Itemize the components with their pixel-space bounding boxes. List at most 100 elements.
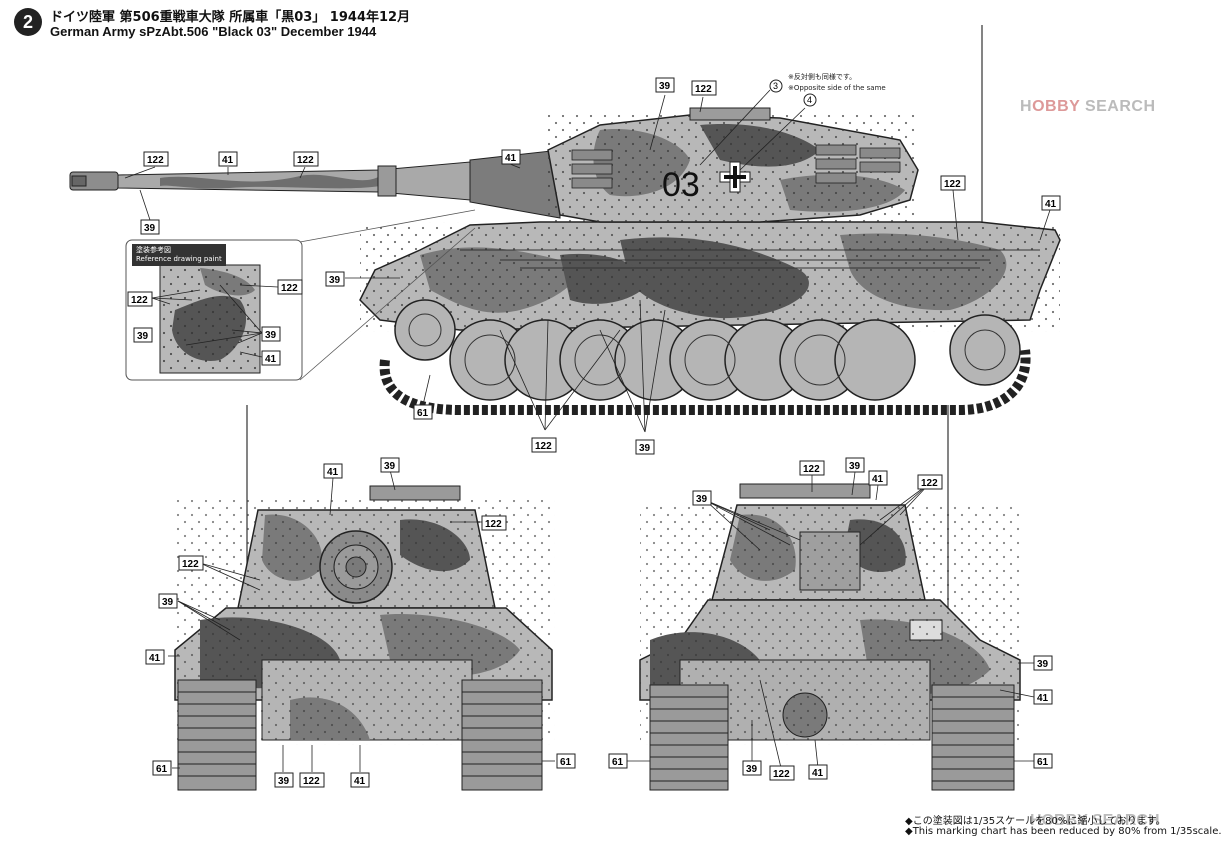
svg-text:39: 39 — [384, 461, 396, 472]
callout-61: 61 — [152, 760, 172, 776]
callout-39: 39 — [261, 326, 281, 342]
callout-122: 122 — [143, 151, 169, 167]
callout-39: 39 — [158, 593, 178, 609]
svg-text:122: 122 — [485, 519, 502, 530]
svg-text:122: 122 — [695, 84, 712, 95]
callout-122: 122 — [481, 515, 507, 531]
svg-text:41: 41 — [872, 474, 884, 485]
svg-text:39: 39 — [162, 597, 174, 608]
callout-39: 39 — [325, 271, 345, 287]
callout-39: 39 — [1033, 655, 1053, 671]
opposite-side-note-jp: ※反対側も同様です。 — [788, 73, 857, 81]
svg-text:61: 61 — [560, 757, 572, 768]
footer-note-jp: ◆この塗装図は1/35スケールを80%に縮小しております。 — [905, 816, 1166, 827]
svg-text:61: 61 — [612, 757, 624, 768]
callout-122: 122 — [277, 279, 303, 295]
callout-39: 39 — [380, 457, 400, 473]
title-english: German Army sPzAbt.506 "Black 03" Decemb… — [50, 24, 377, 39]
callout-61: 61 — [608, 753, 628, 769]
svg-text:122: 122 — [182, 559, 199, 570]
callout-122: 122 — [293, 151, 319, 167]
svg-text:39: 39 — [849, 461, 861, 472]
svg-text:122: 122 — [944, 179, 961, 190]
callout-39: 39 — [274, 772, 294, 788]
title-japanese: ドイツ陸軍 第506重戦車大隊 所属車「黒03」 1944年12月 — [50, 10, 411, 25]
callout-39: 39 — [133, 327, 153, 343]
callout-41: 41 — [323, 463, 343, 479]
callout-41: 41 — [1041, 195, 1061, 211]
svg-text:39: 39 — [278, 776, 290, 787]
svg-text:39: 39 — [639, 443, 651, 454]
callout-41: 41 — [218, 151, 238, 167]
hobby-search-watermark: HOBBY SEARCH — [1020, 98, 1156, 115]
callout-39: 39 — [742, 760, 762, 776]
svg-text:122: 122 — [773, 769, 790, 780]
footer-note-en: ◆This marking chart has been reduced by … — [905, 826, 1222, 837]
callout-41: 41 — [501, 149, 521, 165]
callout-41: 41 — [350, 772, 370, 788]
hull-side — [359, 221, 1061, 332]
svg-text:39: 39 — [137, 331, 149, 342]
svg-text:122: 122 — [147, 155, 164, 166]
svg-text:61: 61 — [1037, 757, 1049, 768]
svg-text:41: 41 — [149, 653, 161, 664]
svg-text:122: 122 — [535, 441, 552, 452]
svg-text:61: 61 — [417, 408, 429, 419]
svg-text:41: 41 — [505, 153, 517, 164]
gun-barrel — [69, 149, 561, 219]
callout-122: 122 — [769, 765, 795, 781]
svg-text:39: 39 — [696, 494, 708, 505]
callout-39: 39 — [635, 439, 655, 455]
svg-text:41: 41 — [265, 354, 277, 365]
reference-inset-title: 塗装参考図 Reference drawing paint — [132, 244, 226, 266]
plate-number-badge: 2 — [14, 8, 42, 36]
svg-text:122: 122 — [803, 464, 820, 475]
svg-text:41: 41 — [327, 467, 339, 478]
callout-41: 41 — [1033, 689, 1053, 705]
svg-text:41: 41 — [222, 155, 234, 166]
turret-side: 03 — [547, 107, 919, 225]
opposite-side-note-en: ※Opposite side of the same — [788, 84, 886, 92]
svg-text:122: 122 — [297, 155, 314, 166]
side-view: 03 — [69, 25, 1061, 433]
svg-text:41: 41 — [812, 768, 824, 779]
svg-text:39: 39 — [659, 81, 671, 92]
svg-text:61: 61 — [156, 764, 168, 775]
rear-left-track — [649, 684, 729, 791]
callout-41: 41 — [261, 350, 281, 366]
front-view — [168, 405, 555, 791]
svg-text:39: 39 — [1037, 659, 1049, 670]
callout-122: 122 — [691, 80, 717, 96]
callout-39: 39 — [692, 490, 712, 506]
callout-61: 61 — [413, 404, 433, 420]
callout-41: 41 — [145, 649, 165, 665]
callout-labels: 39 122 122 41 122 41 39 122 41 39 61 122… — [127, 77, 1061, 788]
svg-text:39: 39 — [746, 764, 758, 775]
callout-41: 41 — [808, 764, 828, 780]
reference-inset — [125, 209, 476, 381]
hull-number: 03 — [662, 166, 700, 204]
front-left-track — [177, 679, 257, 791]
svg-text:41: 41 — [1045, 199, 1057, 210]
callout-61: 61 — [1033, 753, 1053, 769]
callout-39: 39 — [140, 219, 160, 235]
track-side — [379, 299, 1031, 415]
svg-text:41: 41 — [354, 776, 366, 787]
callout-122: 122 — [940, 175, 966, 191]
callout-39: 39 — [845, 457, 865, 473]
callout-122: 122 — [917, 474, 943, 490]
callout-122: 122 — [799, 460, 825, 476]
callout-61: 61 — [556, 753, 576, 769]
callout-39: 39 — [655, 77, 675, 93]
front-right-track — [461, 679, 543, 791]
callout-122: 122 — [127, 291, 153, 307]
callout-122: 122 — [299, 772, 325, 788]
balkenkreuz-icon — [719, 161, 751, 193]
rear-view — [626, 405, 1035, 791]
svg-text:39: 39 — [329, 275, 341, 286]
hobby-search-watermark-bottom: HOBBY SEARCH — [1030, 812, 1160, 829]
callout-122: 122 — [178, 555, 204, 571]
callout-41: 41 — [868, 470, 888, 486]
callout-circle-4: 4 — [807, 95, 812, 105]
